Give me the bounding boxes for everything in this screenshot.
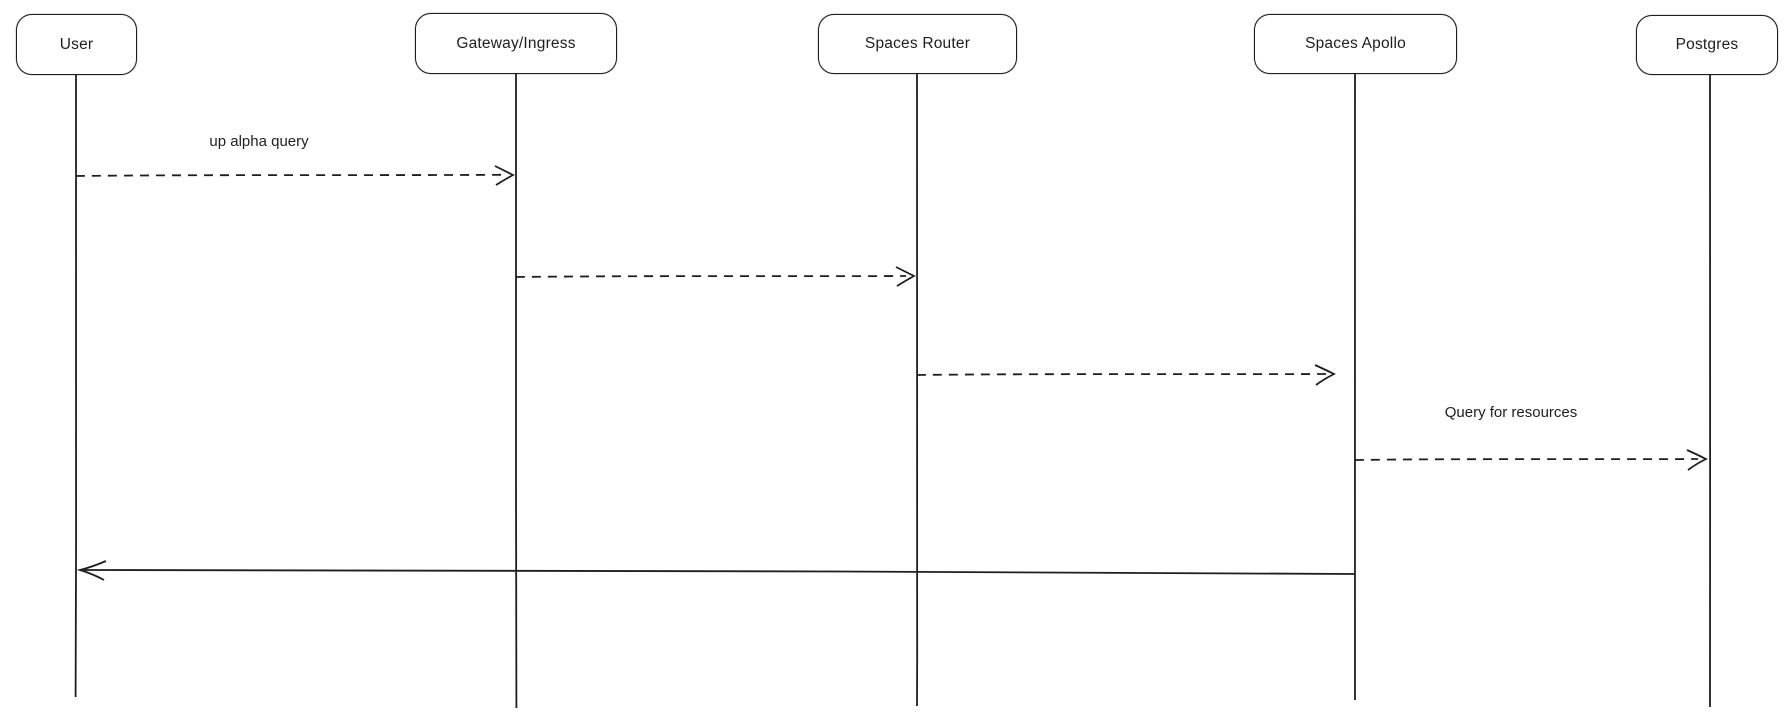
message-3-line[interactable] <box>916 373 1327 376</box>
message-5-line[interactable] <box>83 568 1356 575</box>
message-2-arrowhead-icon[interactable] <box>895 266 916 287</box>
message-5-arrowhead-icon[interactable] <box>76 560 107 581</box>
lifeline-postgres[interactable] <box>1708 74 1712 708</box>
message-4-arrowhead-icon[interactable] <box>1686 449 1709 471</box>
message-3-arrowhead-icon[interactable] <box>1314 364 1337 386</box>
actor-box-gateway-ingress[interactable]: Gateway/Ingress <box>415 13 617 74</box>
message-1-arrowhead-icon[interactable] <box>494 165 515 186</box>
message-4-label[interactable]: Query for resources <box>1444 404 1578 421</box>
actor-box-spaces-router[interactable]: Spaces Router <box>818 14 1017 74</box>
actor-box-postgres[interactable]: Postgres <box>1636 15 1778 75</box>
actor-label-postgres: Postgres <box>1675 36 1739 53</box>
actor-box-user[interactable]: User <box>16 14 137 75</box>
actor-label-gateway-ingress: Gateway/Ingress <box>456 34 576 52</box>
message-2-line[interactable] <box>515 275 907 278</box>
actor-label-spaces-apollo: Spaces Apollo <box>1305 35 1406 52</box>
actor-label-user: User <box>59 35 94 53</box>
actor-label-spaces-router: Spaces Router <box>864 35 971 52</box>
actor-box-spaces-apollo[interactable]: Spaces Apollo <box>1254 14 1457 74</box>
message-1-label[interactable]: up alpha query <box>209 133 309 150</box>
lifeline-spaces-apollo[interactable] <box>1353 73 1357 701</box>
lifeline-spaces-router[interactable] <box>915 73 919 707</box>
message-4-line[interactable] <box>1354 458 1699 461</box>
message-1-line[interactable] <box>75 173 507 177</box>
